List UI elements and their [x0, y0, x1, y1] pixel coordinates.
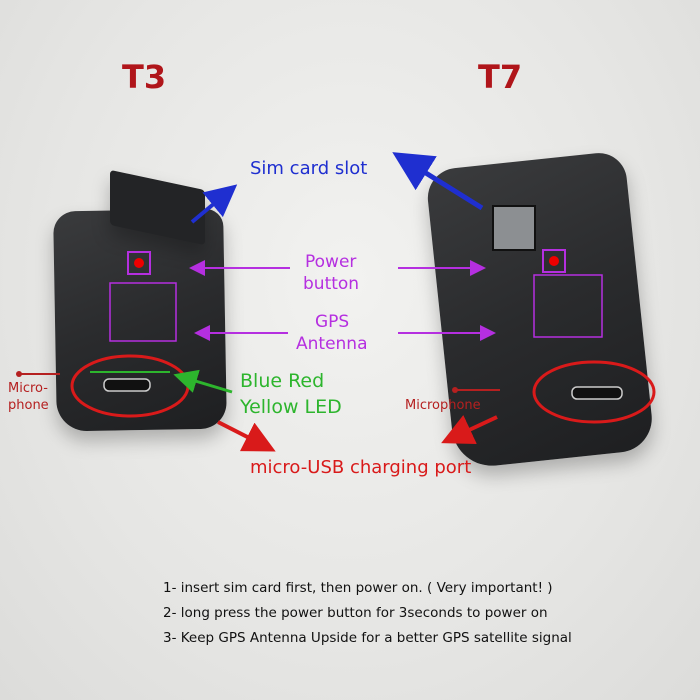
- instruction-3: 3- Keep GPS Antenna Upside for a better …: [163, 630, 572, 646]
- gps-antenna-label-1: GPS: [315, 312, 350, 332]
- usb-port-label: micro-USB charging port: [250, 457, 472, 478]
- mic-left-label-1: Micro-: [8, 381, 48, 396]
- t7-sim-slot: [492, 205, 536, 251]
- instruction-1: 1- insert sim card first, then power on.…: [163, 580, 553, 596]
- power-button-label-2: button: [303, 274, 360, 294]
- power-button-label-1: Power: [305, 252, 357, 272]
- mic-right-label: Microphone: [405, 398, 481, 413]
- led-label-1: Blue Red: [240, 370, 325, 392]
- instruction-2: 2- long press the power button for 3seco…: [163, 605, 548, 621]
- t3-title: T3: [122, 58, 167, 96]
- mic-left-label-2: phone: [8, 398, 49, 413]
- gps-antenna-label-2: Antenna: [296, 334, 368, 354]
- t7-title: T7: [478, 58, 523, 96]
- sim-slot-label: Sim card slot: [250, 158, 368, 179]
- led-label-2: Yellow LED: [240, 396, 342, 418]
